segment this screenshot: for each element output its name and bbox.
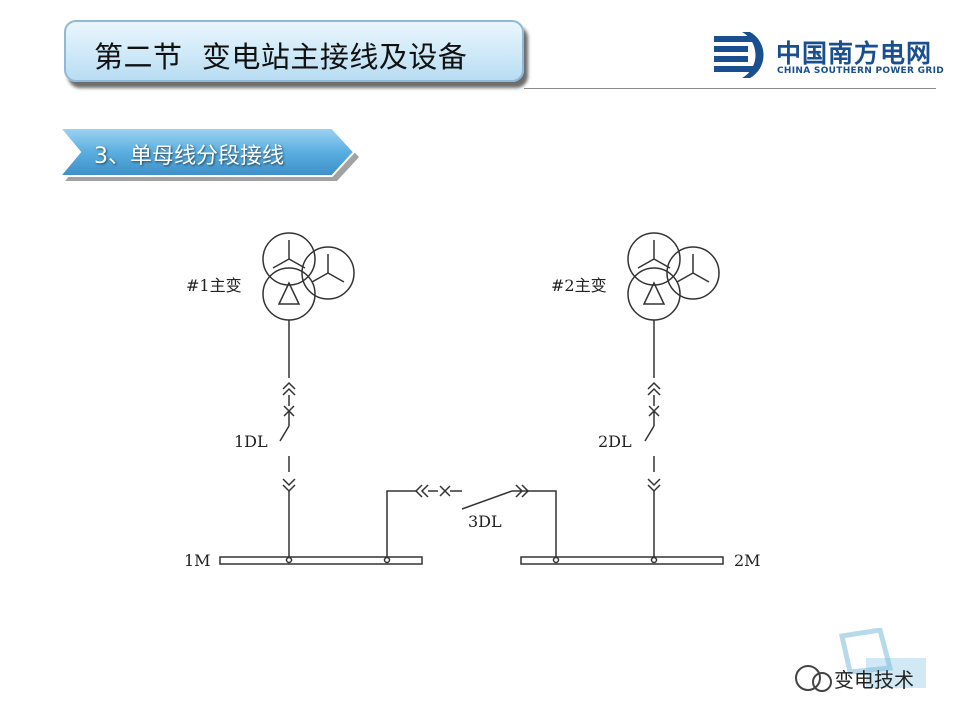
breaker-1dl [279, 425, 290, 472]
feeder-2 [644, 320, 661, 560]
watermark: 变电技术 [780, 628, 950, 708]
bus-1-label: 1M [184, 551, 211, 570]
tie-breaker-3dl [461, 490, 513, 510]
section-banner-shape [57, 127, 359, 181]
bus-2-label: 2M [734, 551, 761, 570]
disconnect-1-upper [282, 381, 296, 396]
tie-disconnect-cross [439, 485, 451, 497]
breaker-2dl [644, 425, 655, 472]
transformer-2-symbol [627, 232, 720, 321]
breaker-3-label: 3DL [468, 512, 502, 531]
breaker-1-label: 1DL [234, 432, 268, 451]
csg-logo-icon [714, 32, 764, 78]
section-title: 3、单母线分段接线 [94, 144, 284, 169]
feeder-1 [279, 320, 296, 560]
csg-logo: 中国南方电网 CHINA SOUTHERN POWER GRID [712, 32, 944, 78]
watermark-text: 变电技术 [834, 668, 914, 692]
tie-disconnect-left [414, 484, 429, 498]
breaker-2-label: 2DL [598, 432, 632, 451]
logo-text-en: CHINA SOUTHERN POWER GRID [777, 66, 944, 76]
transformer-1-label: #1主变 [186, 276, 242, 295]
busbar-1m [219, 556, 423, 565]
bus-tie-3dl [386, 484, 557, 560]
logo-text-cn: 中国南方电网 [776, 39, 933, 68]
disconnect-1-lower [282, 478, 296, 493]
slide-title-box: 第二节 变电站主接线及设备 [64, 20, 524, 82]
disconnect-2-upper [647, 381, 661, 396]
transformer-2-label: #2主变 [551, 276, 607, 295]
watermark-logo-icon [795, 628, 926, 692]
section-banner: 3、单母线分段接线 [56, 124, 360, 182]
disconnect-2-lower [647, 478, 661, 493]
title-divider [524, 88, 936, 89]
busbar-2m [520, 556, 724, 565]
transformer-1-symbol [262, 232, 355, 321]
slide-title: 第二节 变电站主接线及设备 [94, 40, 468, 74]
